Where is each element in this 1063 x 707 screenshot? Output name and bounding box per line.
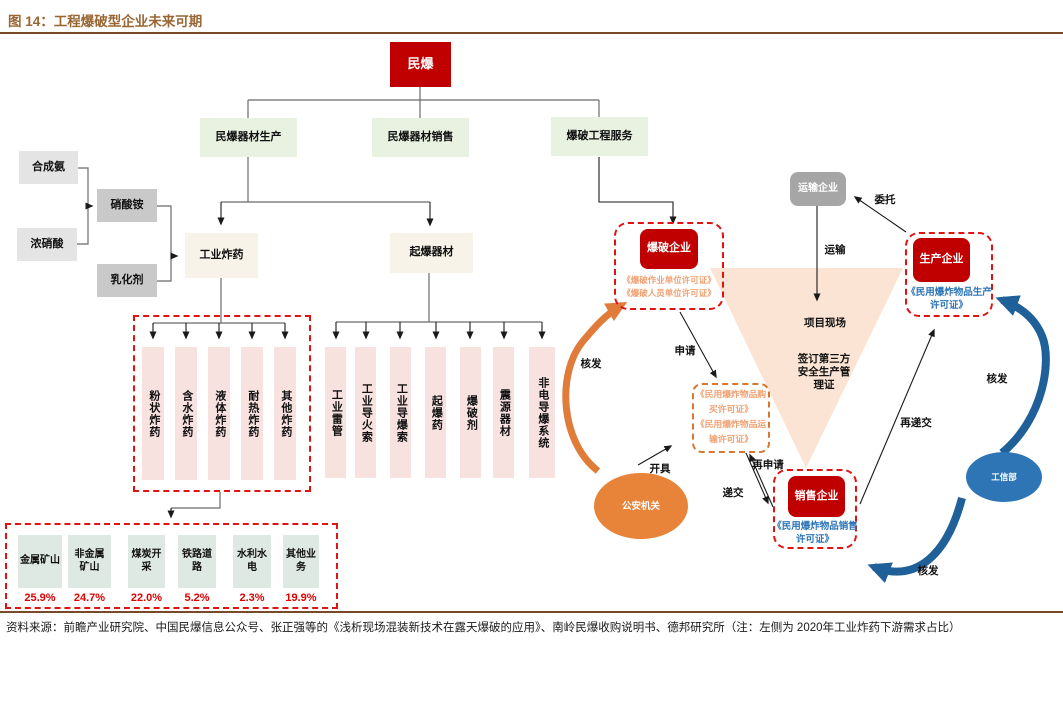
downstream-other: 其他业务 <box>283 535 319 588</box>
sales-permit: 《民用爆炸物品销售许可证》 <box>772 521 858 545</box>
initiating-type-agent: 爆破剂 <box>460 347 481 478</box>
arrow-connectors <box>85 157 935 519</box>
police-issue-curve <box>562 301 628 474</box>
label-issue-right: 核发 <box>986 373 1008 385</box>
node-minbao: 民爆 <box>390 42 451 87</box>
node-nitric-acid: 浓硝酸 <box>17 228 77 261</box>
label-issue-bottom: 核发 <box>917 565 939 577</box>
node-transport-company: 运输企业 <box>790 172 846 206</box>
blasting-company-group <box>614 222 724 310</box>
blasting-permit-1: 《爆破作业单位许可证》 <box>622 275 716 285</box>
node-emulsifier: 乳化剂 <box>97 264 157 297</box>
share-rail-road: 5.2% <box>184 592 210 604</box>
purchase-transport-permit-group <box>692 383 770 453</box>
miit-issue-curve-sales <box>867 496 966 584</box>
bottom-rule <box>0 611 1063 613</box>
label-third-party-cert: 签订第三方安全生产管理证 <box>797 353 851 391</box>
label-reapply: 再申请 <box>752 459 784 471</box>
downstream-nonmetal-mine: 非金属矿山 <box>68 535 111 588</box>
initiating-type-nonel: 非电导爆系统 <box>529 347 555 478</box>
downstream-coal: 煤炭开采 <box>128 535 165 588</box>
downstream-group <box>5 523 338 609</box>
label-apply: 申请 <box>674 345 696 357</box>
downstream-metal-mine: 金属矿山 <box>18 535 62 588</box>
figure-title: 图 14：工程爆破型企业未来可期 <box>8 14 203 29</box>
label-issue-left: 核发 <box>580 358 602 370</box>
explosive-type-other: 其他炸药 <box>274 347 296 480</box>
node-equipment-production: 民爆器材生产 <box>200 118 297 157</box>
node-blasting-company: 爆破企业 <box>640 229 698 269</box>
explosive-type-heat: 耐热炸药 <box>241 347 263 480</box>
share-other: 19.9% <box>285 592 317 604</box>
production-permit: 《民用爆炸物品生产许可证》 <box>906 287 992 311</box>
node-blasting-service: 爆破工程服务 <box>551 117 648 156</box>
source-note: 资料来源：前瞻产业研究院、中国民爆信息公众号、张正强等的《浅析现场混装新技术在露… <box>6 622 961 634</box>
miit-issue-curve-production <box>995 295 1050 457</box>
production-company-group <box>905 232 993 317</box>
top-rule <box>0 32 1063 34</box>
blasting-permit-2: 《爆破人员单位许可证》 <box>622 288 716 298</box>
initiating-type-detonating-cord: 工业导爆索 <box>390 347 411 478</box>
node-police: 公安机关 <box>594 473 688 539</box>
label-entrust: 委托 <box>874 194 896 206</box>
node-production-company: 生产企业 <box>913 238 970 282</box>
label-open: 开具 <box>649 463 671 475</box>
funnel-triangle <box>710 268 903 468</box>
sales-company-group <box>773 469 857 549</box>
node-synthetic-ammonia: 合成氨 <box>19 151 78 184</box>
downstream-rail-road: 铁路道路 <box>178 535 216 588</box>
node-initiating-equipment: 起爆器材 <box>390 233 473 273</box>
label-resubmit: 再递交 <box>900 417 932 429</box>
purchase-permit: 《民用爆炸物品购买许可证》 <box>695 389 767 414</box>
label-project-site: 项目现场 <box>804 317 846 329</box>
node-sales-company: 销售企业 <box>788 476 845 517</box>
share-hydro: 2.3% <box>239 592 265 604</box>
explosive-type-liquid: 液体炸药 <box>208 347 230 480</box>
transport-permit: 《民用爆炸物品运输许可证》 <box>695 419 767 444</box>
explosive-type-water: 含水炸药 <box>175 347 197 480</box>
downstream-hydro: 水利水电 <box>233 535 271 588</box>
node-miit: 工信部 <box>966 452 1042 502</box>
label-transport: 运输 <box>824 244 846 256</box>
initiating-type-fuse: 工业导火索 <box>355 347 376 478</box>
initiating-type-primer: 起爆药 <box>425 347 446 478</box>
explosive-type-powder: 粉状炸药 <box>142 347 164 480</box>
share-coal: 22.0% <box>130 592 163 604</box>
label-submit: 递交 <box>722 487 744 499</box>
node-industrial-explosives: 工业炸药 <box>185 233 258 278</box>
initiating-type-detonator: 工业雷管 <box>325 347 346 478</box>
node-ammonium-nitrate: 硝酸铵 <box>97 189 157 222</box>
share-nonmetal-mine: 24.7% <box>73 592 106 604</box>
initiating-type-seismic: 震源器材 <box>493 347 514 478</box>
explosive-types-group <box>133 315 311 492</box>
node-equipment-sales: 民爆器材销售 <box>372 118 469 157</box>
share-metal-mine: 25.9% <box>24 592 56 604</box>
